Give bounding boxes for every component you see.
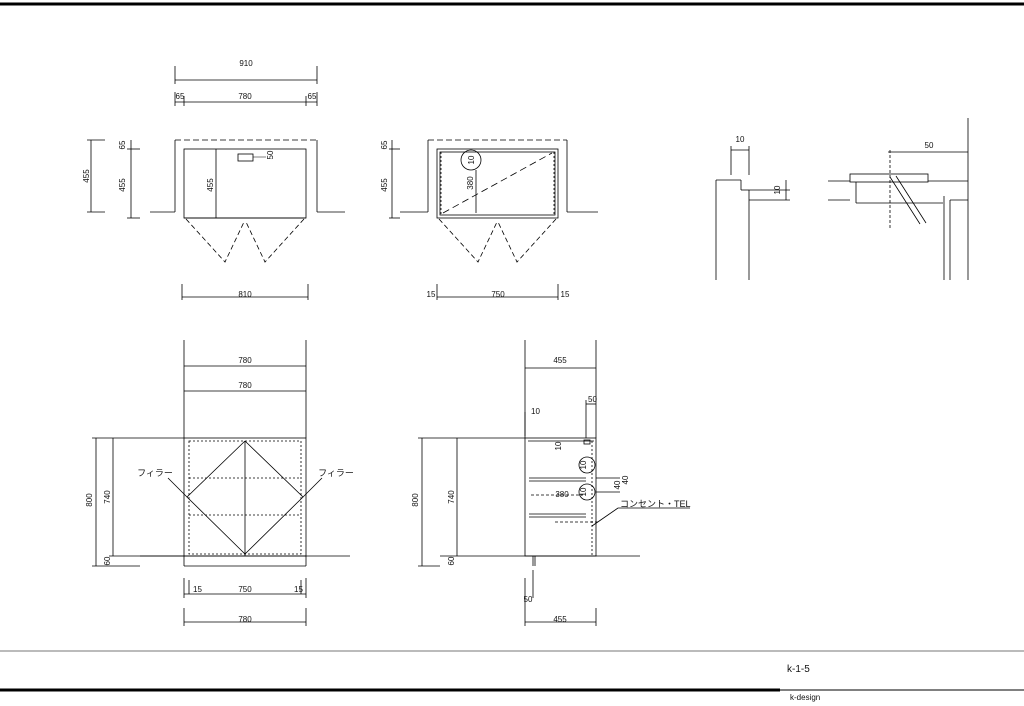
dim-plan-left-910: 910 (239, 59, 253, 68)
dim-side-50-top: 50 (588, 395, 597, 404)
dim-plan-right-10: 10 (467, 155, 476, 164)
dim-front-60: 60 (103, 556, 112, 565)
dim-plan-right-380: 380 (466, 176, 475, 190)
dim-front-780-bottom: 780 (238, 615, 252, 624)
dim-plan-left-65b: 65 (308, 92, 317, 101)
dim-side-10-circle1: 10 (579, 460, 588, 469)
dim-plan-right-65: 65 (380, 140, 389, 149)
dim-plan-left-780: 780 (238, 92, 252, 101)
plan-view-right (389, 139, 598, 300)
dim-side-10-top: 10 (531, 407, 540, 416)
dim-detail-10-top: 10 (736, 135, 745, 144)
dim-side-60: 60 (447, 556, 456, 565)
front-elevation (92, 340, 350, 626)
dim-plan-right-455: 455 (380, 178, 389, 192)
dim-side-40a: 40 (613, 480, 622, 489)
dim-plan-left-65-side: 65 (118, 140, 127, 149)
dim-side-455-top: 455 (553, 356, 567, 365)
dim-plan-left-455-outer: 455 (82, 169, 91, 183)
dim-detail-10-side: 10 (773, 185, 782, 194)
dim-plan-left-50: 50 (266, 150, 275, 159)
dim-side-50-bottom: 50 (524, 595, 533, 604)
dim-front-15a: 15 (193, 585, 202, 594)
designer-name: k-design (790, 693, 820, 702)
dim-side-740: 740 (447, 490, 456, 504)
dim-plan-left-455-side: 455 (118, 178, 127, 192)
dim-side-380: 380 (555, 490, 569, 499)
dim-detail-50: 50 (925, 141, 934, 150)
dim-plan-left-455-inner: 455 (206, 178, 215, 192)
dim-plan-left-810: 810 (238, 290, 252, 299)
dim-side-10-circle2: 10 (579, 487, 588, 496)
dim-front-740: 740 (103, 490, 112, 504)
label-outlet-tel: コンセント・TEL (620, 499, 691, 509)
dim-side-455-bottom: 455 (553, 615, 567, 624)
dim-front-800: 800 (85, 493, 94, 507)
dim-side-800: 800 (411, 493, 420, 507)
dim-front-15b: 15 (294, 585, 303, 594)
dim-plan-right-15a: 15 (427, 290, 436, 299)
drawing-code: k-1-5 (787, 664, 810, 675)
dim-front-780-b: 780 (238, 381, 252, 390)
label-filler-right: フィラー (318, 468, 354, 478)
dim-front-750: 750 (238, 585, 252, 594)
dim-front-780-a: 780 (238, 356, 252, 365)
dim-plan-right-750: 750 (491, 290, 505, 299)
dim-side-40b: 40 (621, 475, 630, 484)
dim-plan-left-65a: 65 (176, 92, 185, 101)
side-elevation (418, 340, 690, 626)
dim-side-10-inner: 10 (554, 441, 563, 450)
detail-view (715, 118, 969, 280)
label-filler-left: フィラー (137, 468, 173, 478)
plan-view-left (87, 66, 345, 300)
dim-plan-right-15b: 15 (561, 290, 570, 299)
